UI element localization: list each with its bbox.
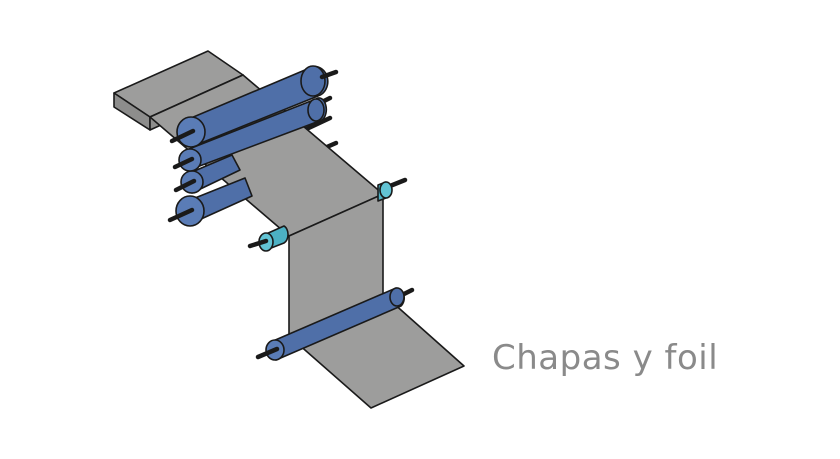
blue-roller-4 [167,177,253,227]
blue-roller-bottom [255,287,415,361]
cyan-roller-right [377,177,408,202]
cyan-roller-left [247,225,289,252]
diagram-caption: Chapas y foil [492,338,719,378]
blue-roller-2 [172,97,328,172]
blue-roller-1 [169,65,339,148]
